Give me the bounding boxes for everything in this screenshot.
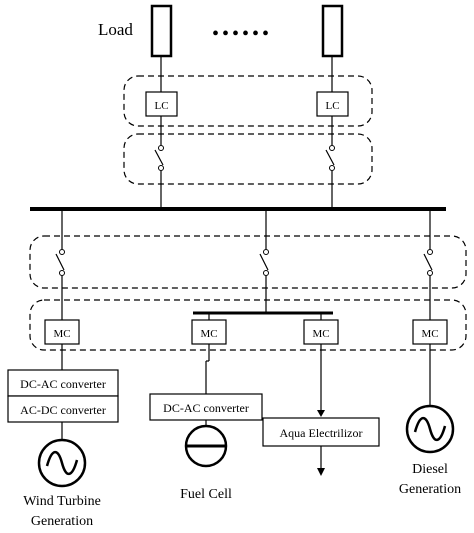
switch-group-top	[123, 133, 373, 185]
switch-top-right	[325, 116, 335, 208]
switch-top-left	[154, 116, 164, 208]
load-left	[150, 4, 173, 58]
acdc-converter-wind	[7, 395, 119, 423]
arrow-out-aqua-icon	[317, 468, 325, 476]
load-right	[321, 4, 344, 58]
lc-group	[123, 75, 373, 127]
diesel-label-line2: Generation	[399, 482, 461, 497]
mc-label-2: MC	[200, 328, 217, 340]
mc-label-3: MC	[312, 328, 329, 340]
diesel-label-line1: Diesel	[412, 462, 448, 477]
switch-bottom-3	[423, 209, 433, 320]
lc-label-right: LC	[325, 100, 339, 112]
arrow-into-aqua-icon	[317, 410, 325, 417]
mc-box-1	[44, 319, 80, 345]
wind-label-line2: Generation	[31, 514, 93, 529]
mc-box-3	[303, 319, 339, 345]
wind-generator-sine-icon	[45, 450, 79, 476]
mc-box-2	[191, 319, 227, 345]
mc-box-4	[412, 319, 448, 345]
dcac-converter-fuel-label: DC-AC converter	[163, 401, 249, 415]
dcac-converter-wind-label: DC-AC converter	[20, 377, 106, 391]
dcac-converter-fuel	[149, 393, 263, 421]
acdc-converter-wind-label: AC-DC converter	[20, 403, 106, 417]
lc-box-right	[316, 91, 349, 117]
switch-bottom-1	[55, 209, 65, 320]
mc-label-1: MC	[53, 328, 70, 340]
ellipsis: ••••••	[212, 23, 272, 45]
fuel-cell-label: Fuel Cell	[180, 487, 232, 502]
lc-box-left	[145, 91, 178, 117]
switch-bottom-2	[259, 209, 269, 313]
switch-group-bottom	[29, 235, 467, 289]
wind-label-line1: Wind Turbine	[23, 494, 101, 509]
mc-label-4: MC	[421, 328, 438, 340]
dcac-converter-wind	[7, 369, 119, 397]
mc-group	[29, 299, 467, 351]
aqua-electrolyzer-label: Aqua Electrilizor	[280, 426, 363, 440]
lc-label-left: LC	[154, 100, 168, 112]
aqua-electrolyzer-box	[262, 417, 380, 447]
load-label: Load	[98, 20, 133, 39]
diesel-generator-sine-icon	[413, 416, 447, 442]
